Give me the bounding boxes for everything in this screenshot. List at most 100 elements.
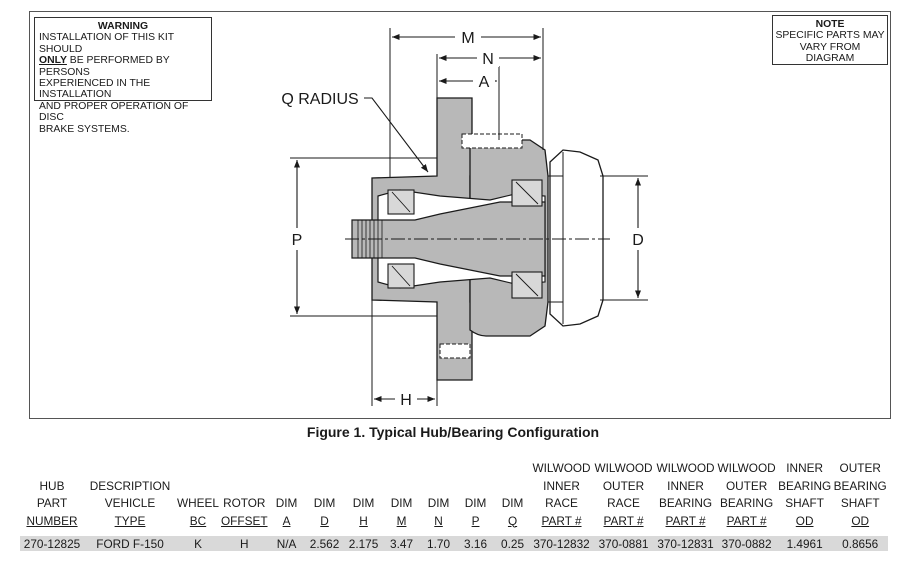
header-line: OUTER xyxy=(725,478,768,493)
figure-frame xyxy=(29,11,891,419)
column-header: DIM Q xyxy=(495,460,531,536)
header-line: DIM xyxy=(313,496,336,510)
dim-m-label: M xyxy=(461,30,474,47)
header-line: WHEEL xyxy=(177,496,219,510)
column-header: DIM A xyxy=(269,460,305,536)
header-underlined: Q xyxy=(507,513,518,528)
column-header: ROTOR OFFSET xyxy=(220,460,269,536)
header-underlined: PART # xyxy=(541,513,582,528)
header-underlined: N xyxy=(434,513,443,528)
header-line: WILWOOD xyxy=(532,461,591,475)
header-line: WILWOOD xyxy=(594,461,653,475)
header-underlined: OD xyxy=(851,513,870,528)
header-line: DIM xyxy=(501,496,524,510)
column-header: DIM H xyxy=(345,460,383,536)
warning-line-rest: BE PERFORMED BY PERSONS xyxy=(39,55,170,78)
q-radius-leader xyxy=(364,97,429,173)
table-cell: 370-0882 xyxy=(716,536,777,551)
header-line: BEARING xyxy=(778,478,832,493)
header-line: OUTER xyxy=(839,461,881,475)
table-cell: 370-12832 xyxy=(530,536,593,551)
column-header: WILWOOD INNER BEARING PART # xyxy=(655,460,717,536)
table-cell: 3.16 xyxy=(456,536,495,551)
header-underlined: OFFSET xyxy=(221,513,268,528)
header-line: RACE xyxy=(607,496,640,510)
header-underlined: M xyxy=(396,513,407,528)
table-cell: H xyxy=(220,536,269,551)
header-line: INNER xyxy=(786,461,823,475)
column-header: INNER BEARING SHAFT OD xyxy=(777,460,833,536)
header-underlined: P xyxy=(471,513,480,528)
table-cell: K xyxy=(176,536,220,551)
dim-n-label: N xyxy=(482,51,494,68)
column-header: WILWOOD INNER RACE PART # xyxy=(531,460,593,536)
note-title: NOTE xyxy=(815,19,845,30)
header-line: RACE xyxy=(545,496,578,510)
table-cell: 2.562 xyxy=(304,536,345,551)
note-box: NOTE SPECIFIC PARTS MAY VARY FROM DIAGRA… xyxy=(772,15,888,65)
header-underlined: H xyxy=(359,513,368,528)
outer-bearing-bottom xyxy=(511,271,543,299)
header-line: OUTER xyxy=(602,478,645,493)
header-line: DIM xyxy=(275,496,298,510)
warning-box: WARNING INSTALLATION OF THIS KIT SHOULD … xyxy=(34,17,212,135)
header-line: INNER xyxy=(543,478,580,493)
table-cell: 270-12825 xyxy=(20,536,84,551)
warning-line: AND PROPER OPERATION OF DISC xyxy=(39,100,189,124)
rotor-ridge xyxy=(548,152,564,324)
table-cell: 370-12831 xyxy=(654,536,717,551)
table-cell: N/A xyxy=(268,536,305,551)
note-line: SPECIFIC PARTS MAY xyxy=(775,30,885,42)
column-header: WILWOOD OUTER BEARING PART # xyxy=(717,460,777,536)
extension-lines xyxy=(290,28,648,406)
table-cell: FORD F-150 xyxy=(84,536,176,551)
header-line: WILWOOD xyxy=(656,461,715,475)
note-line: VARY FROM DIAGRAM xyxy=(799,41,861,65)
header-line: SHAFT xyxy=(785,496,824,510)
header-line: DESCRIPTION xyxy=(89,478,171,493)
header-underlined: A xyxy=(282,513,291,528)
warning-emphasis: ONLY xyxy=(39,55,67,67)
dim-h-label: H xyxy=(400,392,412,409)
header-underlined: D xyxy=(320,513,329,528)
header-line: SHAFT xyxy=(840,496,880,510)
table-cell: 1.70 xyxy=(420,536,457,551)
header-line: INNER xyxy=(667,478,704,493)
table-cell: 2.175 xyxy=(344,536,383,551)
column-header: OUTER BEARING SHAFT OD xyxy=(833,460,888,536)
dim-p-label: P xyxy=(292,232,303,249)
table-cell: 370-0881 xyxy=(592,536,655,551)
warning-line: INSTALLATION OF THIS KIT SHOULD xyxy=(39,32,174,55)
table-cell: 1.4961 xyxy=(776,536,833,551)
warning-line: BRAKE SYSTEMS. xyxy=(39,123,130,135)
warning-line: ONLY BE PERFORMED BY PERSONS xyxy=(39,55,207,78)
dim-d-label: D xyxy=(632,232,644,249)
header-underlined: BC xyxy=(189,513,207,528)
header-underlined: NUMBER xyxy=(26,513,78,528)
header-line: DIM xyxy=(464,496,487,510)
header-line: ROTOR xyxy=(223,496,266,510)
column-header: DIM D xyxy=(305,460,345,536)
header-line: DIM xyxy=(352,496,375,510)
header-line: BEARING xyxy=(833,478,887,493)
stud-top xyxy=(461,133,523,149)
header-line: BEARING xyxy=(720,496,774,510)
header-underlined: PART # xyxy=(603,513,644,528)
warning-title: WARNING xyxy=(97,21,149,32)
header-underlined: PART # xyxy=(726,513,767,528)
hub-bearing-diagram: M N A P D H Q RADIUS xyxy=(281,28,648,409)
header-line: WILWOOD xyxy=(717,461,776,475)
header-underlined: OD xyxy=(795,513,814,528)
column-header: WHEEL BC xyxy=(176,460,220,536)
header-line: HUB xyxy=(39,478,65,493)
table-cell: 0.25 xyxy=(494,536,531,551)
header-line: BEARING xyxy=(658,496,713,510)
header-underlined: PART # xyxy=(665,513,706,528)
header-line: PART xyxy=(36,496,68,510)
